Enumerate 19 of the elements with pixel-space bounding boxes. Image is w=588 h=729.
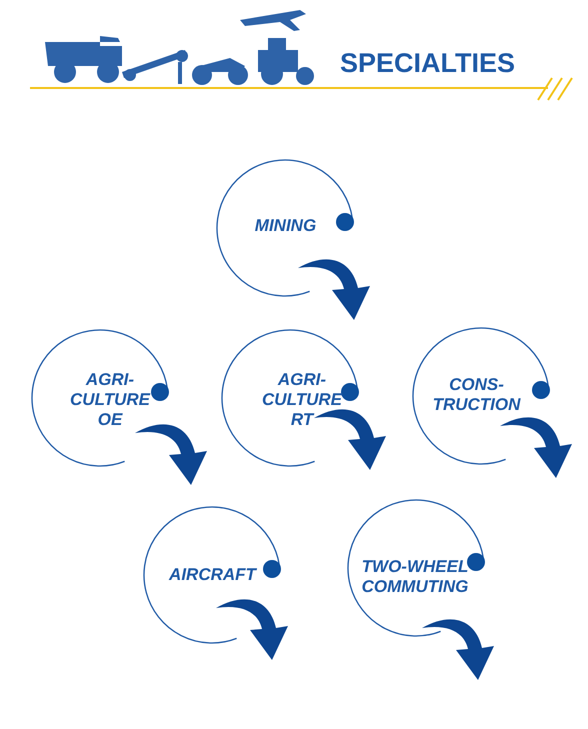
circle-node: [411, 326, 551, 466]
curved-arrow: [135, 424, 207, 485]
circle-node: [220, 328, 360, 468]
node-label: CONS- TRUCTION: [432, 375, 522, 415]
node-label: MINING: [254, 216, 318, 236]
curved-arrow: [422, 619, 494, 680]
circle-node: [215, 158, 355, 298]
curved-arrow: [314, 409, 386, 470]
curved-arrow: [500, 417, 572, 478]
node-label: TWO-WHEEL COMMUTING: [360, 557, 470, 597]
title: SPECIALTIES: [340, 50, 516, 77]
curved-arrow: [298, 259, 370, 320]
node-label: AGRI- CULTURE RT: [261, 370, 344, 430]
curved-arrow: [216, 599, 288, 660]
circle-node: [142, 505, 282, 645]
node-label: AGRI- CULTURE OE: [69, 370, 152, 430]
node-label: AIRCRAFT: [168, 565, 258, 585]
circle-node: [30, 328, 170, 468]
circle-node: [346, 498, 486, 638]
